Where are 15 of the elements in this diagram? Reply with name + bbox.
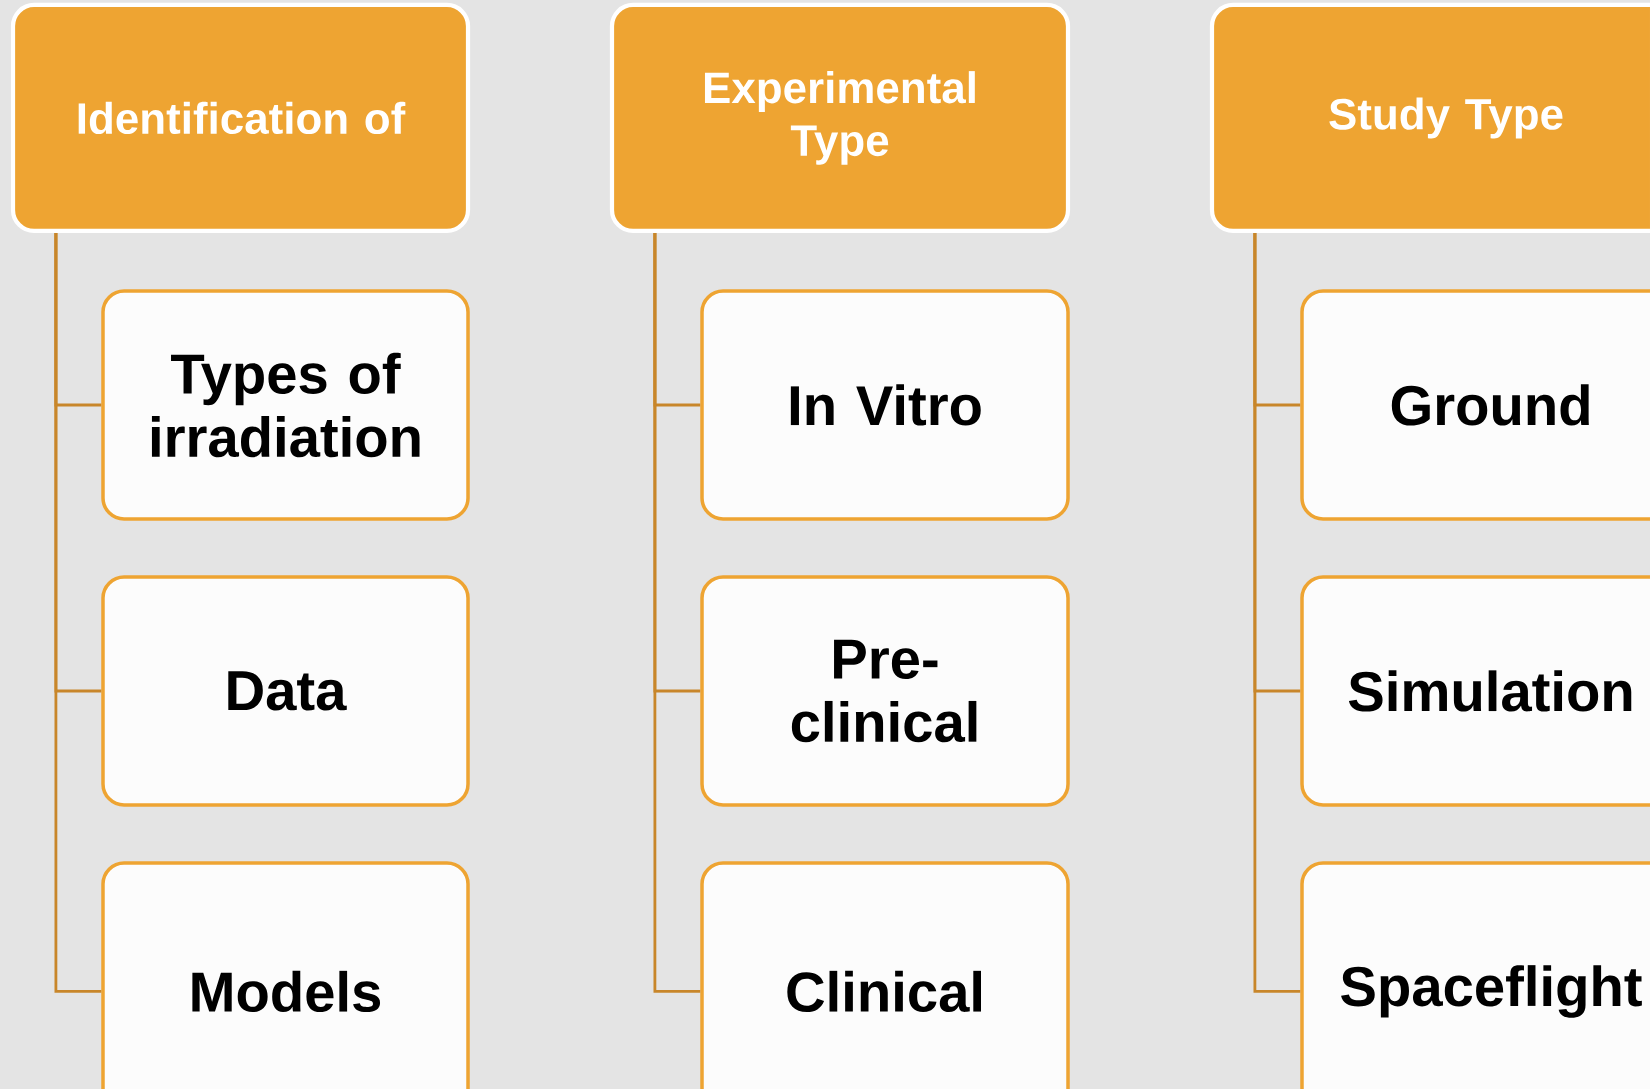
header-box: Experimental Type [609,2,1071,234]
connector-line [653,233,701,993]
category-box: Models [101,861,470,1089]
header-box: Study Type [1209,2,1650,234]
category-box: Simulation [1300,575,1650,807]
category-box: Ground [1300,289,1650,521]
connector-line [1253,233,1301,993]
category-box: In Vitro [700,289,1070,521]
header-box: Identification of [10,2,471,234]
category-box: Pre-clinical [700,575,1070,807]
category-box: Types of irradiation [101,289,470,521]
connector-line [54,233,102,993]
category-box: Clinical [700,861,1070,1089]
category-box: Spaceflight [1300,861,1650,1089]
category-box: Data [101,575,470,807]
